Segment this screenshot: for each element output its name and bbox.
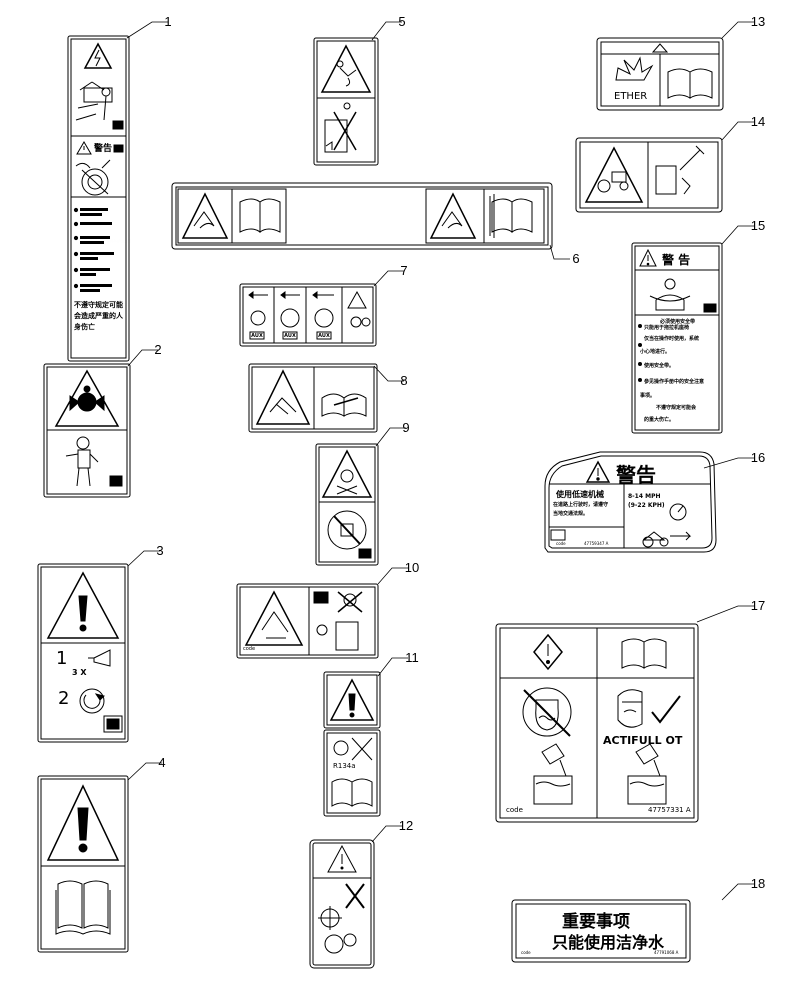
decal-16-speed-mph: 8-14 MPH <box>628 493 661 500</box>
decal-18 <box>511 899 691 963</box>
callout-18: 18 <box>750 876 766 891</box>
callout-15: 15 <box>750 218 766 233</box>
decal-1-bullet-4: 注意高温部件当心烫伤 <box>80 254 110 258</box>
decal-15-note-7: 事项。 <box>640 393 656 399</box>
decal-1-footer-line-1: 不遵守规定可能 <box>74 301 123 309</box>
decal-3-step-1: 1 <box>56 648 68 669</box>
decal-10 <box>236 583 379 659</box>
decal-10-code-label: code <box>243 646 256 652</box>
decal-15-note-2: 只能用于拖拉机座椅 <box>644 325 690 331</box>
decal-15-footer-2: 的重大伤亡。 <box>644 417 675 423</box>
decal-15-warning-title: 警 告 <box>662 253 691 267</box>
decal-16-slow-vehicle-line-2: 在道路上行驶时，请遵守 <box>553 502 609 508</box>
decal-15-note-5: 使用安全带。 <box>644 363 675 369</box>
callout-11: 11 <box>405 650 419 665</box>
decal-18-part-code: 47791068 A <box>654 950 679 955</box>
decal-16-slow-vehicle-line-3: 当地交通法规。 <box>553 511 589 517</box>
decal-7-aux-3: AUX <box>318 333 330 339</box>
decal-1-warning-title: 警告 <box>94 144 113 154</box>
decal-7 <box>239 283 377 347</box>
callout-10: 10 <box>404 560 420 575</box>
decal-9 <box>315 443 379 566</box>
decal-15-footer-1: 不遵守规定可能会 <box>656 405 697 411</box>
decal-15-note-6: 参见操作手册中的安全注意 <box>644 379 705 385</box>
callout-16: 16 <box>750 450 766 465</box>
callout-6: 6 <box>572 251 580 266</box>
callout-1: 1 <box>164 14 172 29</box>
decal-16-warning-title: 警告 <box>616 463 656 487</box>
callout-3: 3 <box>156 543 164 558</box>
decal-11-refrigerant: R134a <box>333 762 356 770</box>
decal-16-part-code: 47759347 A <box>584 541 609 546</box>
decal-13 <box>596 37 724 111</box>
decal-17-part-code: 47757331 A <box>648 806 691 814</box>
decal-1-bullet-1: 防护罩前不会拆除下上 <box>80 209 110 213</box>
decal-15-note-4: 小心地进行。 <box>640 349 671 355</box>
decal-1-footer-line-3: 身伤亡 <box>74 323 95 331</box>
decal-6 <box>171 182 553 250</box>
decal-16-code-label: code <box>556 541 566 546</box>
decal-12 <box>309 839 375 969</box>
decal-13-ether-label: ETHER <box>614 91 648 102</box>
decal-3 <box>37 563 129 743</box>
callout-5: 5 <box>398 14 406 29</box>
callout-13: 13 <box>750 14 766 29</box>
decal-18-line-1: 重要事项 <box>562 912 630 932</box>
decal-15-note-1: 必须使用安全带 <box>660 319 696 325</box>
callout-4: 4 <box>158 755 166 770</box>
callout-17: 17 <box>750 598 766 613</box>
callout-14: 14 <box>750 114 766 129</box>
decal-11 <box>323 671 381 817</box>
decal-3-repeat: 3 X <box>72 668 87 677</box>
callout-2: 2 <box>154 342 162 357</box>
decal-1 <box>67 35 130 362</box>
decal-16 <box>544 451 717 553</box>
decal-1-bullet-3: 保持地面平整附近，保持清洁防止油液 <box>80 239 131 243</box>
decal-16-slow-vehicle-line-1: 使用低速机械 <box>556 490 604 499</box>
decal-17 <box>495 623 699 823</box>
decal-15 <box>631 242 723 434</box>
decal-4 <box>37 775 129 953</box>
decal-3-step-2: 2 <box>58 688 70 709</box>
decal-18-code-label: code <box>521 950 531 955</box>
decal-7-aux-2: AUX <box>284 333 296 339</box>
callout-8: 8 <box>400 373 408 388</box>
decal-17-brand-text: ACTIFULL OT <box>603 734 683 747</box>
decal-1-bullet-2: 检测设备的安全 <box>80 224 101 228</box>
decal-16-speed-kph: (9-22 KPH) <box>628 502 665 509</box>
decal-17-code-label: code <box>506 806 523 814</box>
decal-15-note-3: 仅当在操作时使用，系统 <box>644 336 700 342</box>
decal-1-footer-line-2: 会造成严重的人 <box>74 312 123 320</box>
decal-7-aux-1: AUX <box>251 333 263 339</box>
decal-5 <box>313 37 379 166</box>
callout-9: 9 <box>402 420 410 435</box>
decal-8 <box>248 363 378 433</box>
callout-7: 7 <box>400 263 408 278</box>
decal-2 <box>43 363 131 498</box>
decal-18-line-2: 只能使用洁净水 <box>552 933 665 952</box>
callout-12: 12 <box>398 818 414 833</box>
leader-lines <box>126 21 754 901</box>
decal-14 <box>575 137 723 213</box>
